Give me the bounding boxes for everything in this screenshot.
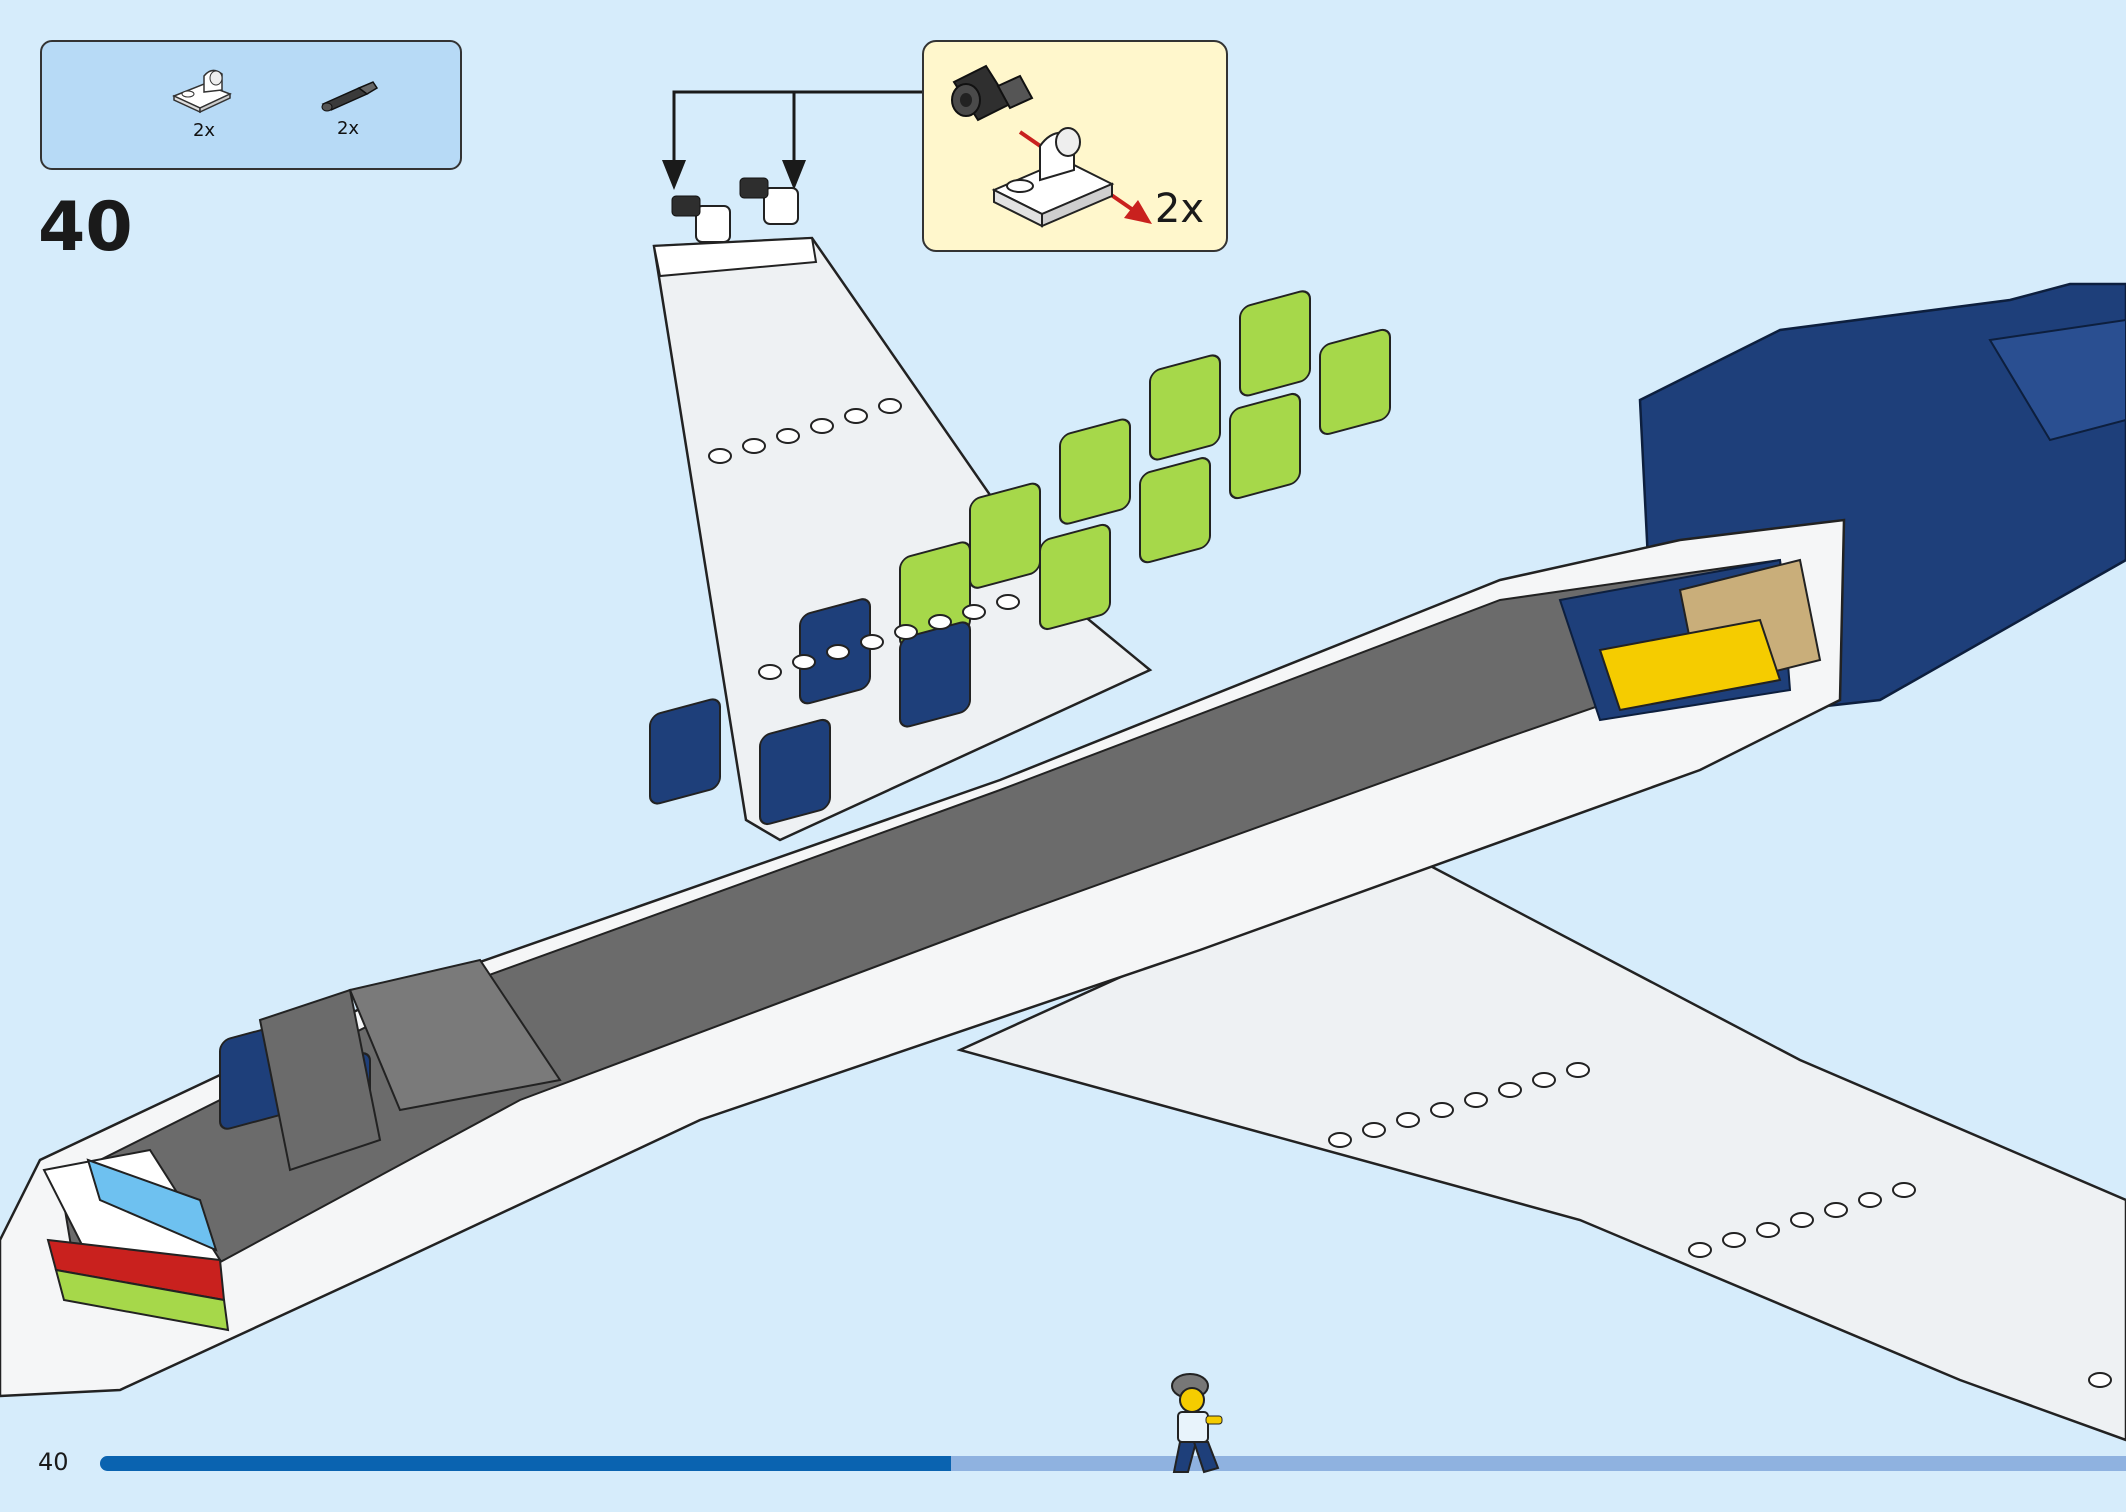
black-technic-pin-axle-icon — [321, 81, 379, 112]
progress-bar-fill — [100, 1456, 951, 1471]
step-number: 40 — [38, 188, 133, 267]
galley-blocks — [258, 558, 1822, 1172]
progress-bar — [100, 1456, 2126, 1471]
pin-into-clip-assembly-icon — [951, 64, 1152, 228]
minifigure-runner-icon — [1171, 1373, 1223, 1474]
subassembly-callout: 2x — [922, 40, 1228, 252]
upper-wing — [652, 236, 1153, 842]
white-plate-with-clip-icon — [991, 127, 1115, 228]
parts-list-box: 2x 2x — [40, 40, 462, 170]
lower-wing — [956, 848, 2126, 1442]
parts-list-item: 2x — [154, 62, 254, 141]
part-quantity: 2x — [336, 118, 360, 139]
down-arrow-icon — [662, 160, 686, 190]
page-number: 40 — [38, 1448, 69, 1476]
callout-pointer-lines — [672, 90, 922, 170]
wing-studs — [708, 398, 2112, 1388]
callout-quantity: 2x — [1154, 186, 1204, 232]
black-technic-pin-icon — [951, 64, 1034, 122]
wing-tip-clips — [671, 177, 799, 243]
arrow-head-icon — [1124, 200, 1152, 224]
down-arrow-icon — [782, 160, 806, 190]
cockpit-nose — [42, 1148, 230, 1332]
white-plate-with-clip-icon — [172, 69, 232, 114]
part-quantity: 2x — [192, 120, 216, 141]
parts-list-item: 2x — [298, 76, 398, 139]
